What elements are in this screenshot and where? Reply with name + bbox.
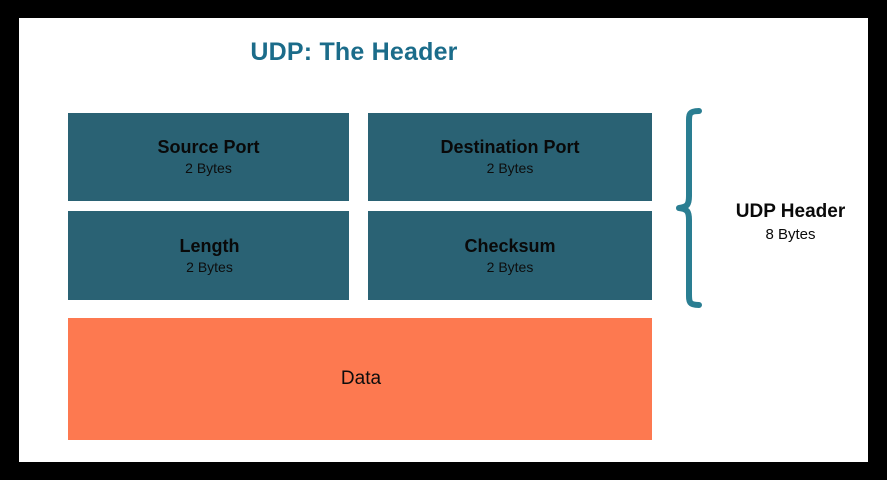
field-name-label: Source Port xyxy=(157,137,260,157)
field-size-label: 2 Bytes xyxy=(185,160,232,176)
field-size-label: 2 Bytes xyxy=(486,160,534,176)
payload-label: Data xyxy=(340,368,382,389)
udp-header-annotation: UDP Header 8 Bytes xyxy=(713,200,868,245)
page-title: UDP: The Header xyxy=(250,38,458,66)
annotation-title-label: UDP Header xyxy=(735,201,846,222)
field-size-label: 2 Bytes xyxy=(186,258,233,275)
header-field-checksum: Checksum 2 Bytes xyxy=(368,211,652,300)
header-field-source-port: Source Port 2 Bytes xyxy=(68,113,349,201)
field-name-label: Checksum xyxy=(464,235,556,256)
field-name-label: Length xyxy=(179,235,240,256)
field-size-label: 2 Bytes xyxy=(486,258,534,275)
header-field-destination-port: Destination Port 2 Bytes xyxy=(368,113,652,201)
curly-brace-icon xyxy=(676,108,702,308)
payload-data-block: Data xyxy=(68,318,652,440)
annotation-size-label: 8 Bytes xyxy=(765,226,816,243)
header-field-length: Length 2 Bytes xyxy=(68,211,349,300)
slide-canvas: UDP: The Header Source Port 2 Bytes Dest… xyxy=(19,18,868,462)
field-name-label: Destination Port xyxy=(440,137,580,157)
